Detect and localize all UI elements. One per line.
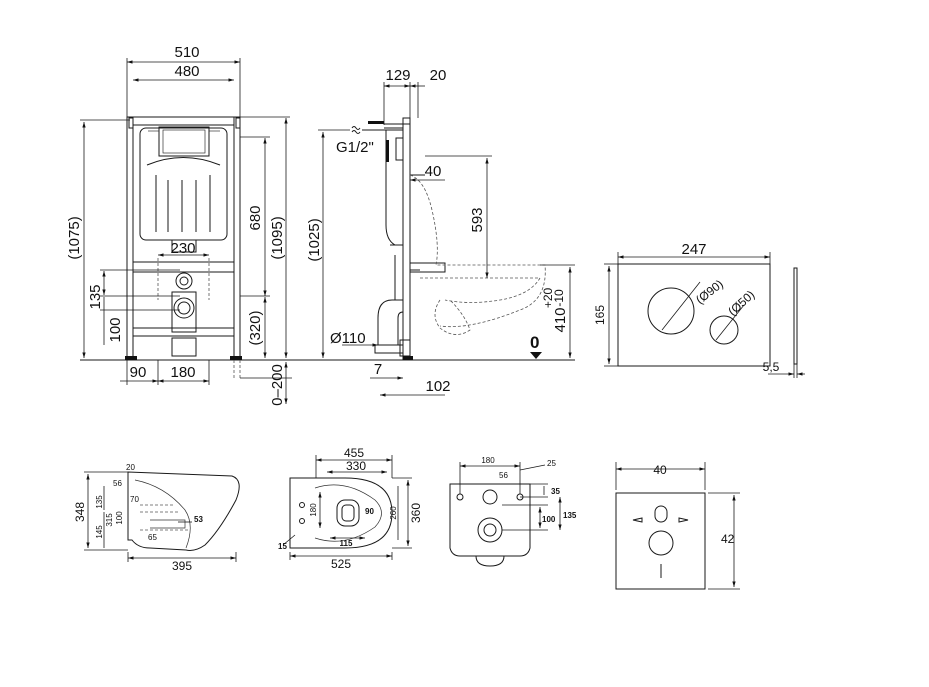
dim-7: 7 (374, 361, 382, 378)
frame-front-dimensions: 510 480 (1075) (1095) 680 230 135 100 (3… (66, 44, 292, 406)
dim-gasket-height: 42 (721, 532, 735, 546)
big-flush-button (647, 287, 695, 335)
dim-20b: 20 (126, 463, 135, 472)
dim-115: 115 (340, 539, 353, 548)
dim-260: 260 (389, 506, 398, 520)
dim-360: 360 (409, 503, 423, 523)
bowl-side-view: 348 135 145 56 20 315 100 70 65 53 395 (73, 463, 240, 573)
dim-0-200: 0–200 (269, 364, 286, 406)
tol-minus: -10 (552, 289, 566, 307)
dim-56c: 56 (499, 471, 508, 480)
dim-315: 315 (105, 513, 114, 527)
dim-1075: (1075) (66, 216, 83, 259)
dim-525: 525 (331, 557, 351, 571)
dim-330: 330 (346, 459, 366, 473)
dim-320: (320) (247, 310, 264, 345)
dim-135b: 135 (95, 495, 104, 509)
dim-247: 247 (681, 241, 706, 258)
dim-25: 25 (547, 459, 556, 468)
dim-129: 129 (385, 67, 410, 84)
bowl-side-outline (127, 471, 240, 551)
dim-40: 40 (425, 163, 442, 180)
bowl-back-outline (449, 483, 531, 557)
dim-145: 145 (95, 525, 104, 539)
dim-gasket-width: 40 (653, 463, 667, 477)
dim-100c: 100 (542, 515, 556, 524)
inlet-label: G1/2" (336, 139, 374, 156)
dim-135c: 135 (563, 511, 577, 520)
dim-410: 410 (552, 307, 569, 332)
frame-front-view (125, 116, 242, 378)
dim-1095: (1095) (269, 216, 286, 259)
flush-plate-body (617, 263, 771, 367)
frame-side-dimensions: 129 20 G1/2" (1025) 40 593 Ø110 7 102 41… (306, 67, 575, 397)
frame-side-post (402, 117, 411, 361)
dim-180c: 180 (481, 456, 495, 465)
flush-plate-side (793, 267, 798, 365)
dim-230: 230 (170, 240, 195, 257)
tol-plus: +20 (541, 287, 555, 308)
gasket-body (615, 492, 706, 590)
dim-56: 56 (113, 479, 122, 488)
bowl-top-outline (289, 477, 393, 549)
cistern (139, 127, 228, 241)
dim-big-button: (Ø90) (693, 277, 726, 307)
dim-15: 15 (278, 542, 287, 551)
dim-90b: 90 (365, 507, 374, 516)
dim-100: 100 (107, 317, 124, 342)
dim-510: 510 (174, 44, 199, 61)
dim-1025: (1025) (306, 218, 323, 261)
dim-70: 70 (130, 495, 139, 504)
dim-100b: 100 (115, 511, 124, 525)
drain-bend (377, 299, 404, 346)
dim-20: 20 (430, 67, 447, 84)
dim-pipe: Ø110 (330, 330, 366, 347)
dim-395: 395 (172, 559, 192, 573)
bowl-back-view: 180 25 56 35 100 135 (449, 456, 577, 567)
dim-165: 165 (593, 305, 607, 325)
flush-plate: 247 165 (Ø90) (Ø50) 5,5 (593, 241, 805, 378)
dim-102: 102 (425, 378, 450, 395)
flush-opening (158, 126, 210, 157)
water-inlet (175, 272, 193, 290)
dim-53: 53 (194, 515, 203, 524)
frame-left-post (126, 116, 134, 361)
dim-455: 455 (344, 446, 364, 460)
dim-480: 480 (174, 63, 199, 80)
dim-90: 90 (130, 364, 147, 381)
frame-side-view (351, 117, 546, 361)
dim-35: 35 (551, 487, 560, 496)
dim-small-button: (Ø50) (725, 288, 757, 319)
dim-348: 348 (73, 502, 87, 522)
floor-zero: 0 (530, 333, 539, 352)
dim-180: 180 (170, 364, 195, 381)
dim-180b: 180 (309, 503, 318, 517)
dim-thickness: 5,5 (763, 360, 780, 374)
dim-680: 680 (247, 205, 264, 230)
dim-135: 135 (87, 284, 104, 309)
small-flush-button (709, 315, 739, 345)
frame-right-post (233, 116, 241, 361)
sound-insulation-gasket: 40 42 (615, 462, 740, 590)
bowl-top-view: 455 330 360 260 180 90 115 15 525 (278, 446, 423, 571)
dim-65: 65 (148, 533, 157, 542)
drain-outlet (171, 291, 197, 333)
dim-593: 593 (469, 207, 486, 232)
bowl-dashed-outline (409, 174, 546, 328)
